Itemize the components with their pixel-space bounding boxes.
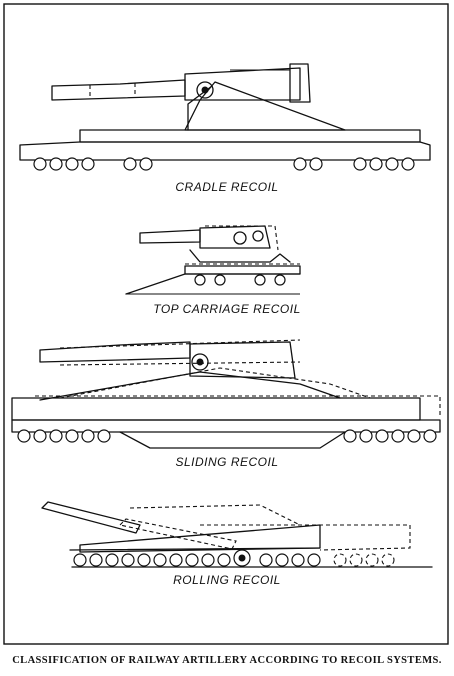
figure-caption: CLASSIFICATION OF RAILWAY ARTILLERY ACCO… <box>12 655 442 666</box>
cradle-recoil-wheels <box>33 157 415 171</box>
figure-border <box>3 3 449 645</box>
top-carriage-recoil-label: TOP CARRIAGE RECOIL <box>153 302 301 316</box>
rolling-recoil-gun <box>41 501 433 568</box>
cradle-recoil-gun <box>19 63 431 161</box>
sliding-recoil-wheels <box>17 429 437 443</box>
top-carriage-recoil-gun <box>125 225 301 295</box>
sliding-recoil-label: SLIDING RECOIL <box>175 455 279 469</box>
rolling-recoil-wheels <box>73 549 395 567</box>
rolling-recoil-label: ROLLING RECOIL <box>173 573 281 587</box>
sliding-recoil-gun <box>11 339 441 449</box>
cradle-recoil-label: CRADLE RECOIL <box>175 180 279 194</box>
